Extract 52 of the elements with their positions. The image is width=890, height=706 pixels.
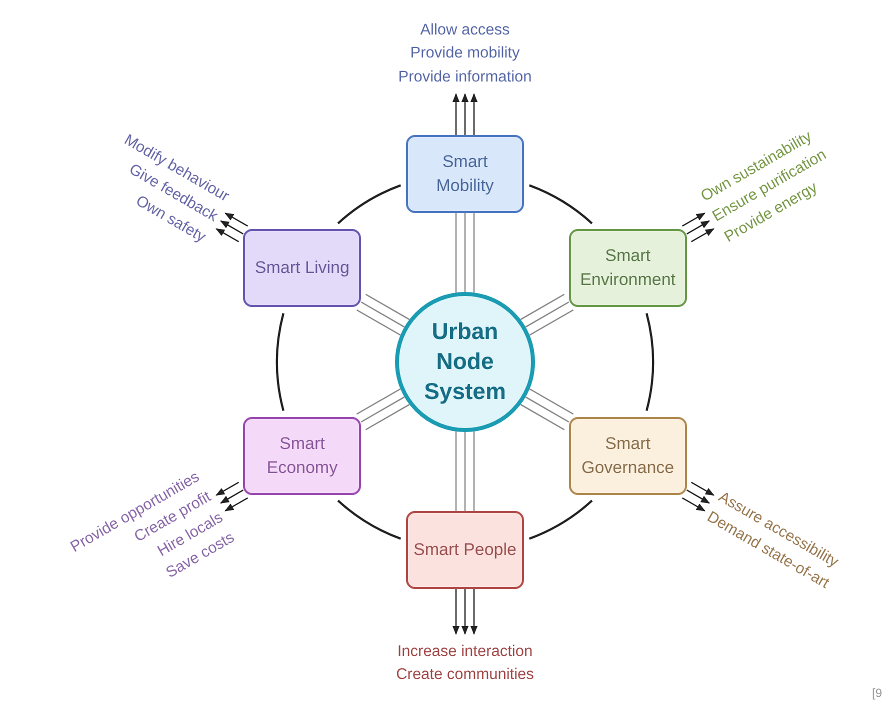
hub-circle: Urban Node System — [395, 292, 535, 432]
spoke-line — [520, 404, 565, 430]
spoke-line — [464, 432, 466, 511]
spoke-line — [525, 396, 570, 422]
arrow — [470, 589, 478, 635]
spoke-line — [525, 302, 570, 328]
ring-arc — [528, 184, 593, 224]
spoke-line — [360, 396, 405, 422]
category-box: Smart Living — [243, 229, 362, 307]
arrow — [216, 482, 240, 496]
arrow — [686, 220, 710, 234]
arrow — [220, 490, 244, 504]
arrow — [461, 93, 469, 135]
spoke-line — [455, 213, 457, 293]
reference-note: [9 — [872, 686, 882, 700]
ring-arc — [276, 313, 284, 411]
ring-arc — [337, 500, 402, 540]
category-box: Smart People — [406, 511, 524, 589]
arrow — [220, 220, 244, 234]
ring-arc — [528, 500, 593, 540]
spoke-line — [529, 309, 574, 336]
arrow — [224, 497, 248, 512]
spoke-line — [529, 388, 574, 415]
category-box: Smart Economy — [243, 417, 362, 495]
arrow — [224, 212, 248, 227]
category-box: Smart Mobility — [406, 135, 524, 213]
spoke-line — [365, 404, 410, 430]
arrow — [470, 93, 478, 135]
spoke-line — [356, 388, 401, 415]
spoke-line — [455, 431, 457, 511]
arrow — [690, 482, 714, 496]
arrow — [690, 228, 714, 242]
arrow — [682, 497, 706, 512]
ring-arc — [646, 313, 654, 411]
outcome-text: Allow access Provide mobility Provide information — [398, 18, 532, 88]
ring-arc — [337, 184, 402, 224]
spoke-line — [473, 213, 475, 293]
category-box: Smart Environment — [568, 229, 687, 307]
spoke-line — [464, 213, 466, 292]
spoke-line — [520, 294, 565, 320]
arrow — [461, 589, 469, 635]
arrow — [452, 589, 460, 635]
spoke-line — [365, 294, 410, 320]
category-box: Smart Governance — [568, 417, 687, 495]
spoke-line — [356, 309, 401, 336]
arrow — [216, 228, 240, 242]
arrow — [682, 212, 706, 227]
spoke-line — [473, 431, 475, 511]
arrow — [452, 93, 460, 135]
spoke-line — [360, 302, 405, 328]
arrow — [686, 490, 710, 504]
outcome-text: Increase interaction Create communities — [396, 640, 534, 686]
